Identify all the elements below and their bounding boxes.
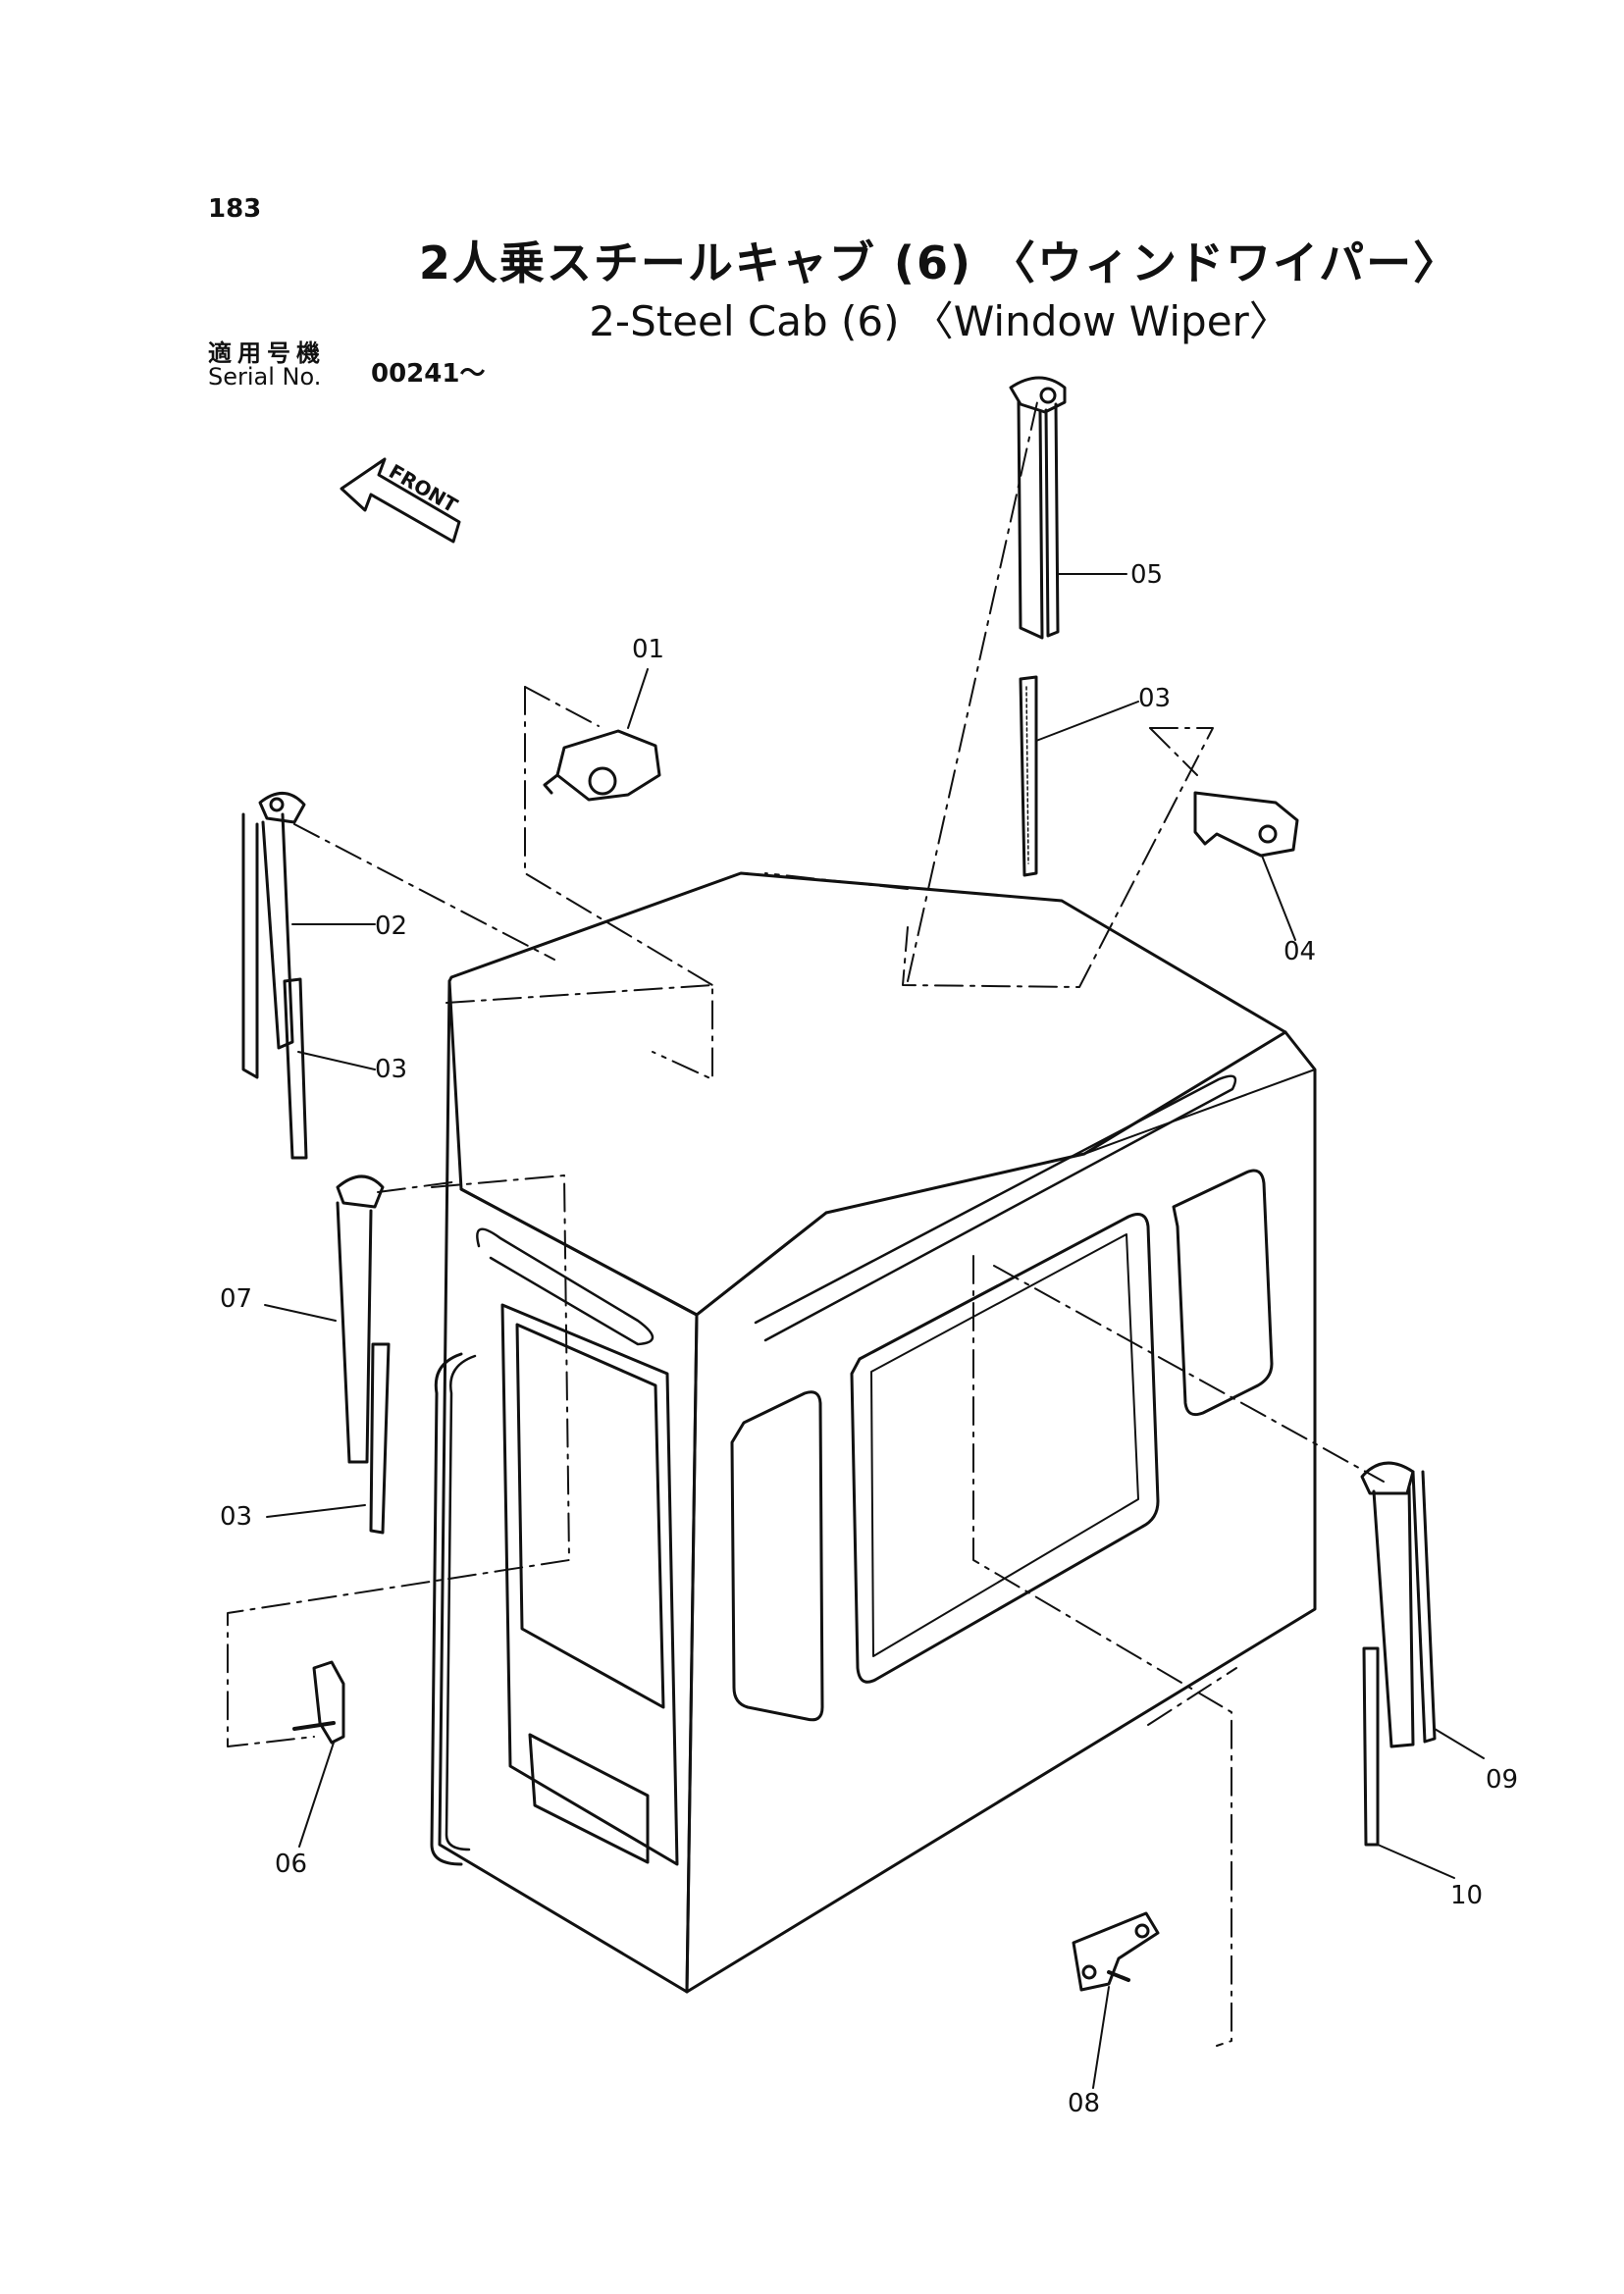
part-02-wiper-arm-left xyxy=(241,792,306,1079)
callout-01: 01 xyxy=(632,635,664,664)
part-03-wiper-blade-upper xyxy=(1019,675,1038,877)
part-10-wiper-blade-right xyxy=(1362,1646,1380,1847)
callout-06: 06 xyxy=(275,1850,307,1879)
callout-leaders xyxy=(264,573,1485,2089)
part-03-wiper-blade-lower-left xyxy=(369,1342,391,1535)
title-english: 2-Steel Cab (6) 〈Window Wiper〉 xyxy=(589,297,1290,345)
part-05-wiper-arm xyxy=(1009,376,1067,640)
callout-03a: 03 xyxy=(1138,684,1171,713)
part-08-pivot-bracket xyxy=(1072,1911,1160,1992)
callout-04: 04 xyxy=(1283,937,1316,966)
part-07-wiper-arm xyxy=(336,1174,385,1464)
front-arrow: FRONT xyxy=(340,457,462,544)
title-japanese: 2人乗スチールキャブ (6) 〈ウィンドワイパー〉 xyxy=(418,236,1461,289)
callout-03b: 03 xyxy=(375,1055,407,1084)
callout-05: 05 xyxy=(1130,560,1163,590)
serial-label-english: Serial No. xyxy=(208,363,322,391)
callout-08: 08 xyxy=(1068,2089,1100,2118)
callout-10: 10 xyxy=(1450,1881,1483,1910)
part-03-wiper-blade-left xyxy=(283,977,308,1160)
cab-body xyxy=(430,871,1317,1994)
part-09-wiper-arm-right xyxy=(1360,1461,1437,1748)
callout-09: 09 xyxy=(1486,1765,1518,1795)
part-06-pivot xyxy=(292,1660,345,1745)
callout-07: 07 xyxy=(220,1284,252,1314)
callout-03c: 03 xyxy=(220,1502,252,1532)
part-01-wiper-motor xyxy=(543,729,661,802)
part-04-bracket xyxy=(1193,791,1299,858)
callout-02: 02 xyxy=(375,912,407,941)
serial-label-japanese: 適用号機 xyxy=(208,339,326,367)
serial-number-value: 00241～ xyxy=(371,359,486,389)
callout-numbers: 01 02 03 03 03 04 05 06 07 08 09 10 xyxy=(220,560,1518,2118)
page-number: 183 xyxy=(208,194,262,224)
leader-lines xyxy=(227,401,1385,2047)
